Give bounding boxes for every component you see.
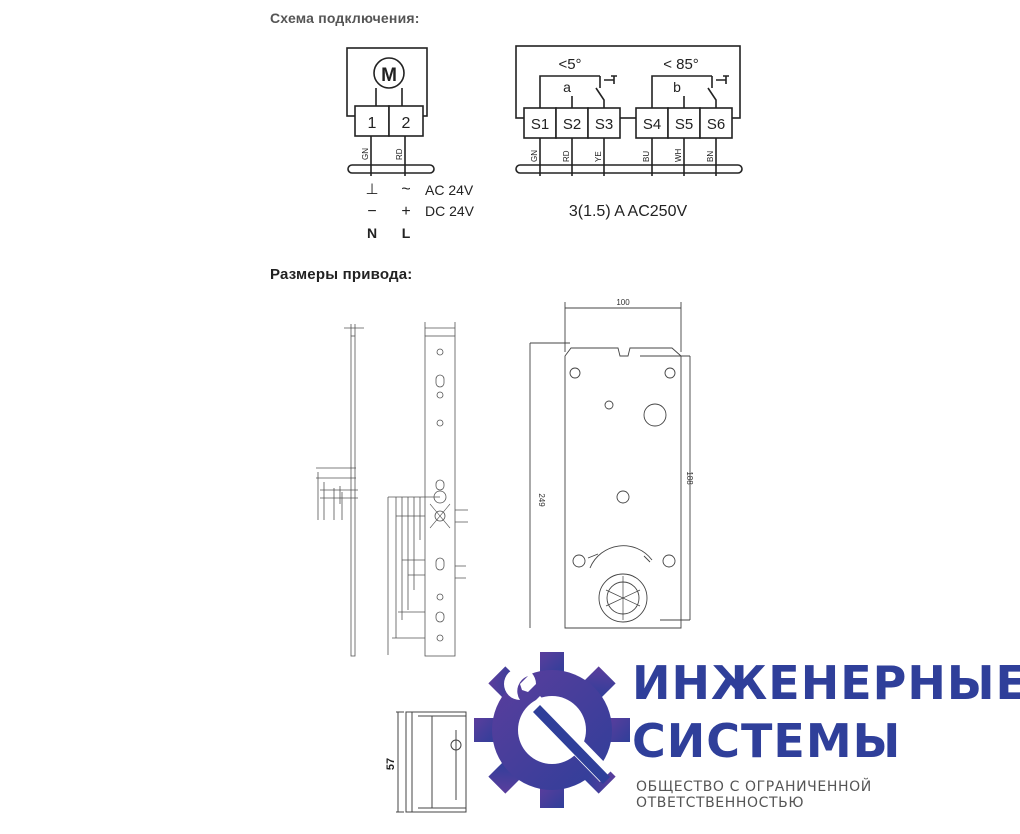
wire-label-rd: RD [395, 148, 404, 160]
wire-label-bn: BN [706, 151, 715, 162]
wire-label-wh: WH [674, 148, 683, 162]
bracket-drawing [387, 322, 468, 657]
depth-dimension: 57 [385, 758, 397, 770]
dc-voltage-label: DC 24V [425, 203, 475, 219]
plus-symbol: + [401, 203, 410, 220]
wire-label-bu: BU [642, 151, 651, 162]
neutral-label: N [367, 225, 377, 241]
terminal-s6: S6 [707, 116, 725, 133]
front-view-drawing [529, 302, 691, 629]
ac-voltage-label: AC 24V [425, 182, 474, 198]
logo-title-line2: СИСТЕМЫ [632, 714, 902, 768]
switch-a-angle: <5° [558, 56, 581, 73]
bottom-view-drawing [396, 711, 467, 813]
terminal-s2: S2 [563, 116, 581, 133]
motor-wiring-diagram [346, 47, 435, 176]
minus-symbol: − [367, 203, 376, 220]
power-legend: ⊥ ~ AC 24V − + DC 24V N L [365, 181, 474, 241]
side-profile-drawing [316, 324, 364, 657]
height-dimension: 249 [537, 493, 546, 507]
switch-b-angle: < 85° [663, 56, 699, 73]
terminal-2: 2 [402, 115, 411, 132]
switch-b-label: b [673, 79, 681, 95]
width-dimension: 100 [616, 298, 630, 307]
wire-label-ye: YE [594, 151, 603, 162]
wiring-heading: Схема подключения: [270, 10, 420, 26]
switch-a-label: a [563, 79, 571, 95]
aux-switch-diagram [515, 45, 743, 176]
wire-label-rd-aux: RD [562, 150, 571, 162]
terminal-s3: S3 [595, 116, 613, 133]
terminal-s1: S1 [531, 116, 549, 133]
hole-spacing-dimension: 188 [685, 471, 694, 485]
gear-wrench-logo [474, 652, 630, 808]
ground-symbol: ⊥ [365, 181, 378, 198]
terminal-1: 1 [368, 115, 377, 132]
logo-title-line1: ИНЖЕНЕРНЫЕ [632, 656, 1020, 710]
motor-symbol: M [381, 65, 397, 86]
wire-label-gn-aux: GN [530, 150, 539, 162]
switch-rating: 3(1.5) A AC250V [569, 203, 688, 220]
logo-subtitle: ОБЩЕСТВО С ОГРАНИЧЕННОЙ ОТВЕТСТВЕННОСТЬЮ [636, 779, 872, 811]
wire-label-gn: GN [361, 148, 370, 160]
terminal-s5: S5 [675, 116, 693, 133]
terminal-s4: S4 [643, 116, 661, 133]
wrench-icon [504, 668, 612, 784]
dimensions-heading: Размеры привода: [270, 266, 413, 283]
line-label: L [402, 225, 411, 241]
ac-symbol: ~ [401, 181, 410, 198]
